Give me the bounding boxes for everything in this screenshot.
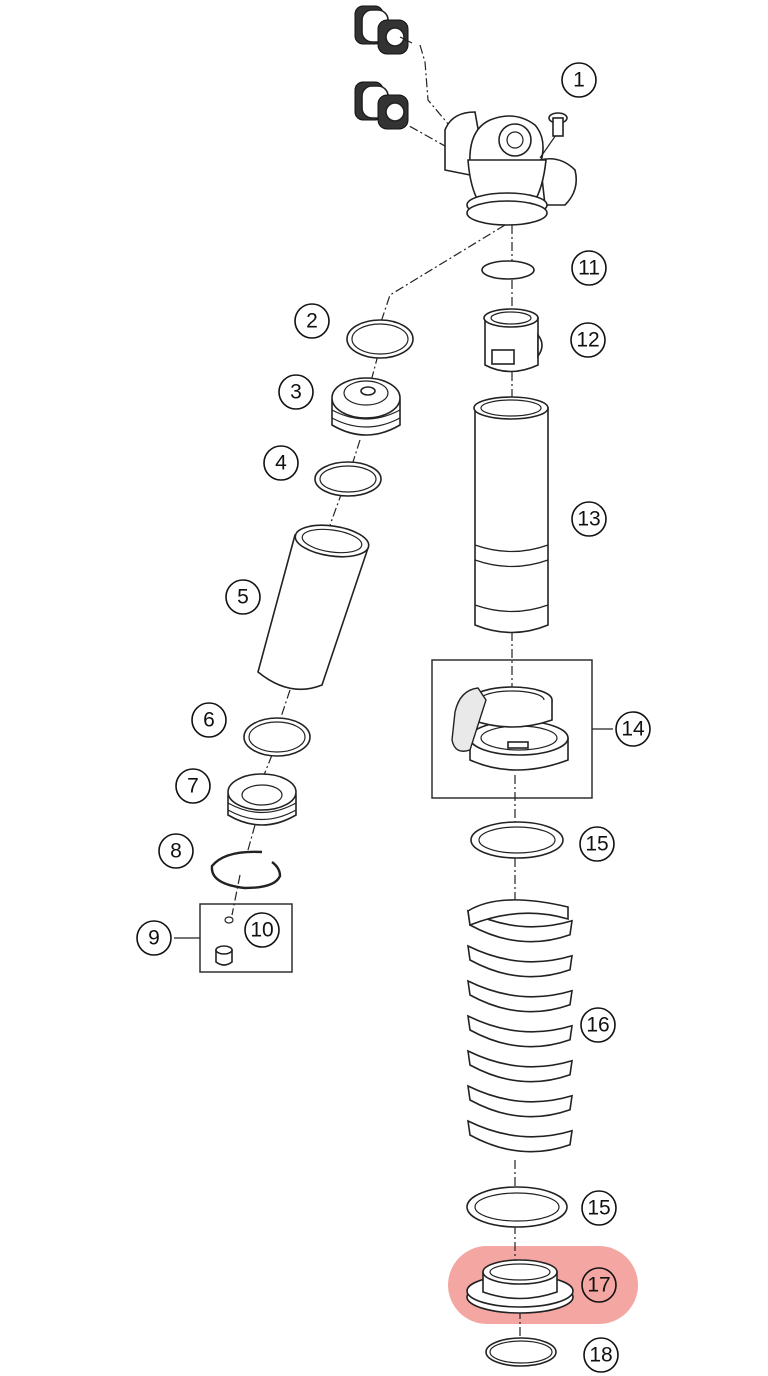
part-13-body-tube	[473, 396, 549, 634]
part-18-inner-edge	[489, 1340, 553, 1364]
spring-coil	[466, 1084, 573, 1118]
part-16-spring	[466, 899, 573, 1153]
part-14-preload-adjuster	[431, 659, 613, 799]
part-12-sleeve	[483, 308, 543, 373]
part-4-o-ring	[314, 461, 382, 497]
callout-1[interactable]: 1	[561, 62, 597, 98]
part-18-o-ring	[485, 1337, 557, 1367]
callout-12[interactable]: 12	[570, 322, 606, 358]
part-5-reservoir-tube	[257, 524, 370, 691]
callout-17[interactable]: 17	[581, 1267, 617, 1303]
part-15-lower-washer	[466, 1186, 568, 1228]
part-2-o-ring	[346, 319, 414, 359]
part-15-upper-washer	[470, 821, 564, 859]
part-1-shock-head	[354, 5, 578, 226]
spring-top-end	[467, 899, 569, 927]
part-11-o-ring	[481, 260, 535, 280]
part-7-end-cap	[227, 773, 297, 826]
callout-5[interactable]: 5	[225, 579, 261, 615]
callout-10[interactable]: 10	[244, 912, 280, 948]
part-9-valve-kit	[174, 903, 293, 973]
callout-8[interactable]: 8	[158, 833, 194, 869]
part-3-piston-cap	[331, 377, 401, 436]
spring-coil	[466, 1049, 573, 1083]
callout-9[interactable]: 9	[136, 920, 172, 956]
callout-3[interactable]: 3	[278, 374, 314, 410]
callout-16[interactable]: 16	[580, 1007, 616, 1043]
callout-15-upper[interactable]: 15	[579, 826, 615, 862]
callout-11[interactable]: 11	[571, 250, 607, 286]
callout-2[interactable]: 2	[294, 303, 330, 339]
spring-coil	[466, 1014, 573, 1048]
part-8-circlip	[210, 850, 282, 890]
spring-coil	[466, 909, 573, 943]
spring-coil	[466, 1119, 573, 1153]
callout-7[interactable]: 7	[175, 768, 211, 804]
callout-4[interactable]: 4	[263, 445, 299, 481]
part-17-spring-seat	[466, 1259, 574, 1314]
spring-coil	[466, 944, 573, 978]
part-6-o-ring	[243, 717, 311, 757]
callout-18[interactable]: 18	[583, 1337, 619, 1373]
callout-14[interactable]: 14	[615, 711, 651, 747]
callout-13[interactable]: 13	[571, 501, 607, 537]
callout-15-lower[interactable]: 15	[581, 1190, 617, 1226]
callout-6[interactable]: 6	[191, 702, 227, 738]
spring-coil	[466, 979, 573, 1013]
